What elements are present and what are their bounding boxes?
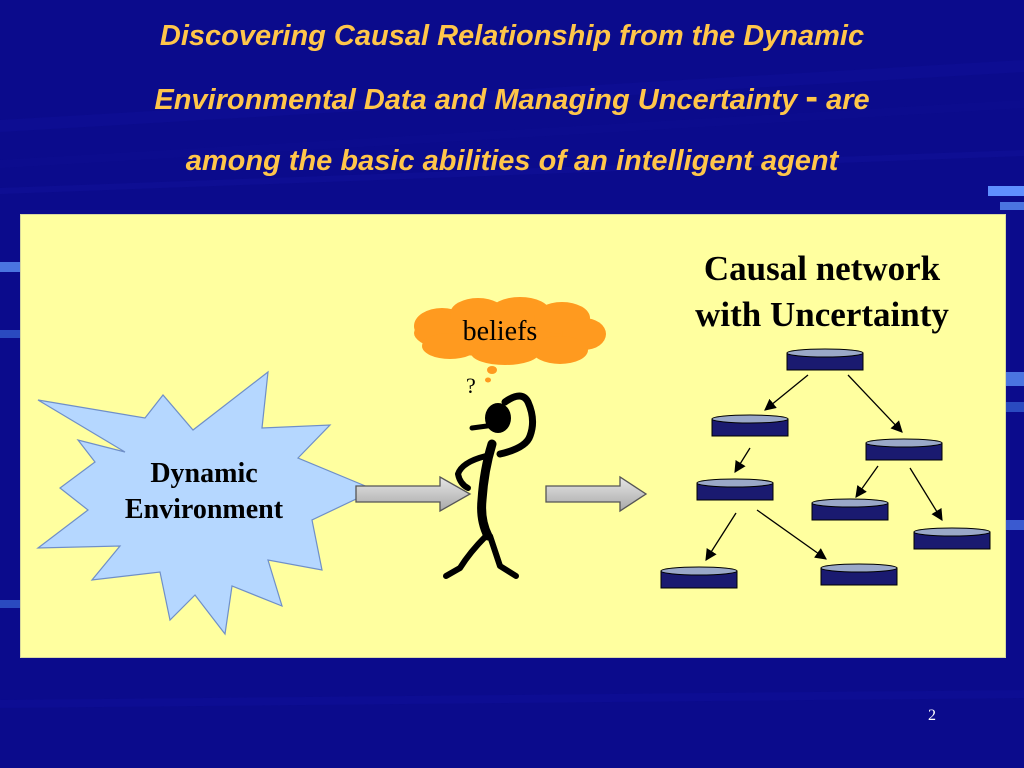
edge-right-far [909, 467, 943, 521]
network-node [820, 563, 898, 586]
network-title-line-2: with Uncertainty [695, 295, 949, 334]
beliefs-label: beliefs [462, 316, 538, 347]
title-line-1: Discovering Causal Relationship from the… [159, 20, 865, 52]
causal-network-nodes [660, 348, 991, 589]
edge-right-mid [855, 465, 879, 498]
causal-network-edges [705, 374, 943, 561]
agent-figure-icon [443, 392, 537, 579]
edge-root-right [847, 374, 903, 433]
network-node [786, 348, 864, 371]
arrow-environment-to-agent [355, 475, 472, 513]
slide-title: Discovering Causal Relationship from the… [40, 6, 984, 192]
network-title-line-1: Causal network [703, 249, 941, 288]
env-label-line-2: Environment [124, 494, 284, 525]
title-line-2: Environmental Data and Managing Uncertai… [154, 84, 798, 116]
title-separator: - [805, 76, 819, 118]
question-mark: ? [466, 373, 476, 398]
title-line-2-end: are [826, 84, 870, 116]
network-node [811, 498, 889, 521]
edge-left-mid [734, 447, 751, 473]
network-node [913, 527, 991, 550]
edge-mid-bottom-right [756, 509, 827, 560]
dynamic-environment-label: Dynamic Environment [92, 456, 316, 528]
title-line-3: among the basic abilities of an intellig… [185, 145, 839, 177]
edge-mid-bottom-left [705, 512, 737, 561]
network-node [711, 414, 789, 437]
network-node [696, 478, 774, 501]
env-label-line-1: Dynamic [150, 458, 258, 489]
slide-number: 2 [928, 707, 936, 724]
network-node [865, 438, 943, 461]
causal-network-title: Causal network with Uncertainty [652, 246, 992, 338]
arrow-agent-to-network [545, 475, 648, 513]
network-node [660, 566, 738, 589]
dynamic-environment-starburst [36, 370, 377, 636]
edge-root-left [764, 374, 809, 411]
beliefs-cloud [414, 297, 606, 383]
